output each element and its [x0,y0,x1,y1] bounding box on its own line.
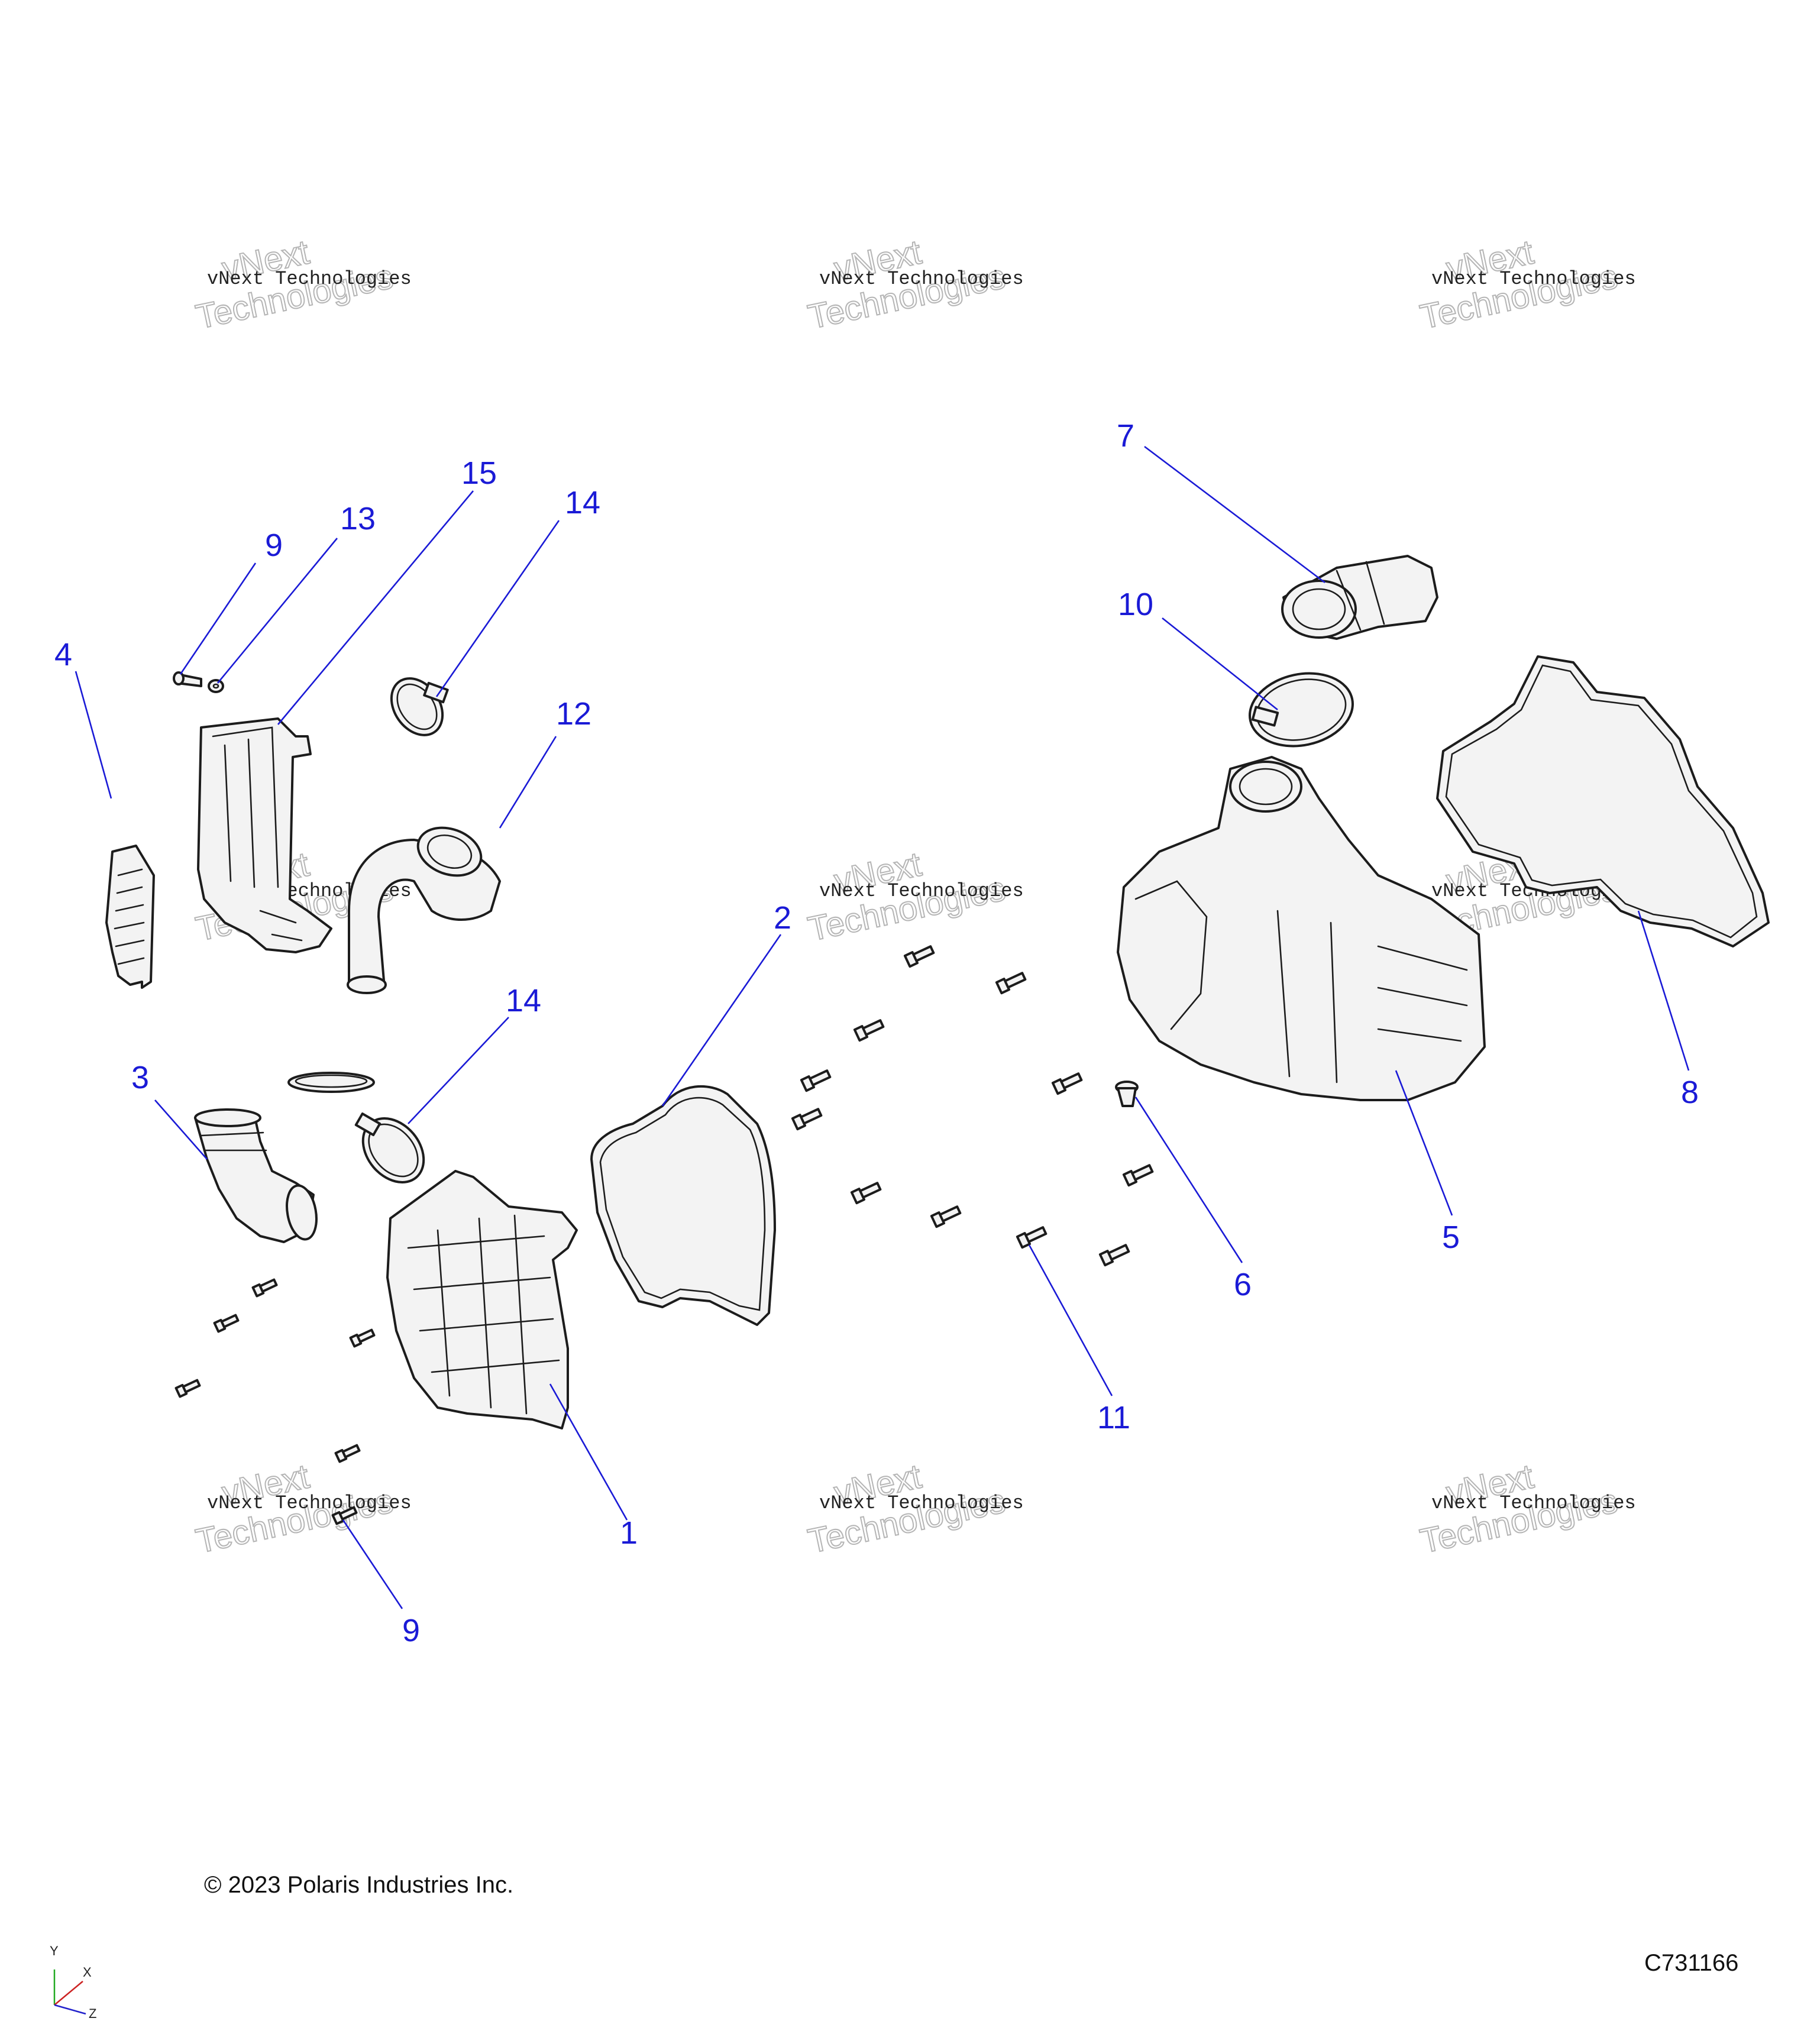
callout-5: 5 [1442,1220,1460,1255]
part-3-elbow-boot [194,1108,318,1243]
callout-9-bottom: 9 [402,1613,420,1648]
svg-text:vNext Technologies: vNext Technologies [1431,1492,1636,1514]
watermark-top-center: vNext Technologies vNext Technologies [804,232,1024,337]
svg-text:vNext Technologies: vNext Technologies [819,1492,1024,1514]
axis-y-label: Y [50,1943,59,1958]
callout-13: 13 [340,501,376,536]
copyright-notice: © 2023 Polaris Industries Inc. [204,1872,513,1898]
part-2-gasket [590,1085,776,1326]
watermark-top-left: vNext Technologies vNext Technologies [192,232,412,337]
part-13-washer [208,679,224,693]
part-9-bolt-set-lower [174,1278,376,1525]
part-14-hose-clamp-middle [287,1072,375,1093]
part-7-inlet-boot [1281,555,1438,640]
callout-labels: 1 2 3 4 5 6 7 8 9 9 10 11 12 13 14 14 15 [54,418,1699,1648]
svg-text:vNext Technologies: vNext Technologies [1431,268,1636,290]
svg-text:vNext Technologies: vNext Technologies [819,268,1024,290]
axis-triad-icon: Y X Z [50,1943,96,2021]
part-14-hose-clamp-bottom [354,1112,425,1183]
part-8-cover-gasket [1436,655,1770,947]
watermark-mid-center: vNext Technologies vNext Technologies [804,844,1024,949]
svg-text:vNext Technologies: vNext Technologies [819,880,1024,902]
callout-4: 4 [54,637,72,672]
callout-7: 7 [1117,418,1134,454]
watermark-top-right: vNext Technologies vNext Technologies [1417,232,1636,337]
part-11-bolt-set [791,945,1154,1267]
part-15-inlet-duct [197,717,332,953]
svg-text:vNext Technologies: vNext Technologies [207,268,412,290]
part-10-hose-clamp [1249,672,1354,748]
callout-15: 15 [461,455,497,491]
callout-9-top: 9 [265,528,283,563]
callout-2: 2 [774,900,791,936]
part-12-elbow-hose [347,826,501,994]
part-9-bolt-top [173,671,202,687]
svg-text:vNext Technologies: vNext Technologies [207,1492,412,1514]
callout-3: 3 [131,1060,149,1095]
axis-x-label: X [83,1965,92,1980]
part-14-hose-clamp-top [390,677,449,736]
callout-14-bottom: 14 [506,983,541,1018]
callout-14-top: 14 [565,485,600,520]
drawing-number: C731166 [1644,1950,1738,1976]
part-4-intake-grille [105,845,155,989]
watermark-bottom-right: vNext Technologies vNext Technologies [1417,1456,1636,1561]
callout-10: 10 [1118,587,1153,622]
callout-6: 6 [1234,1267,1252,1302]
watermark-bottom-center: vNext Technologies vNext Technologies [804,1456,1024,1561]
watermark-bottom-left: vNext Technologies vNext Technologies [192,1456,412,1561]
axis-z-label: Z [89,2006,96,2021]
callout-12: 12 [556,696,591,732]
part-5-airbox-cover [1117,756,1486,1101]
callout-8: 8 [1681,1075,1699,1110]
part-6-grommet [1115,1081,1139,1107]
callout-leaders [75,445,1690,1609]
callout-1: 1 [620,1515,638,1551]
part-1-airbox-base [386,1170,578,1429]
callout-11: 11 [1097,1400,1130,1435]
